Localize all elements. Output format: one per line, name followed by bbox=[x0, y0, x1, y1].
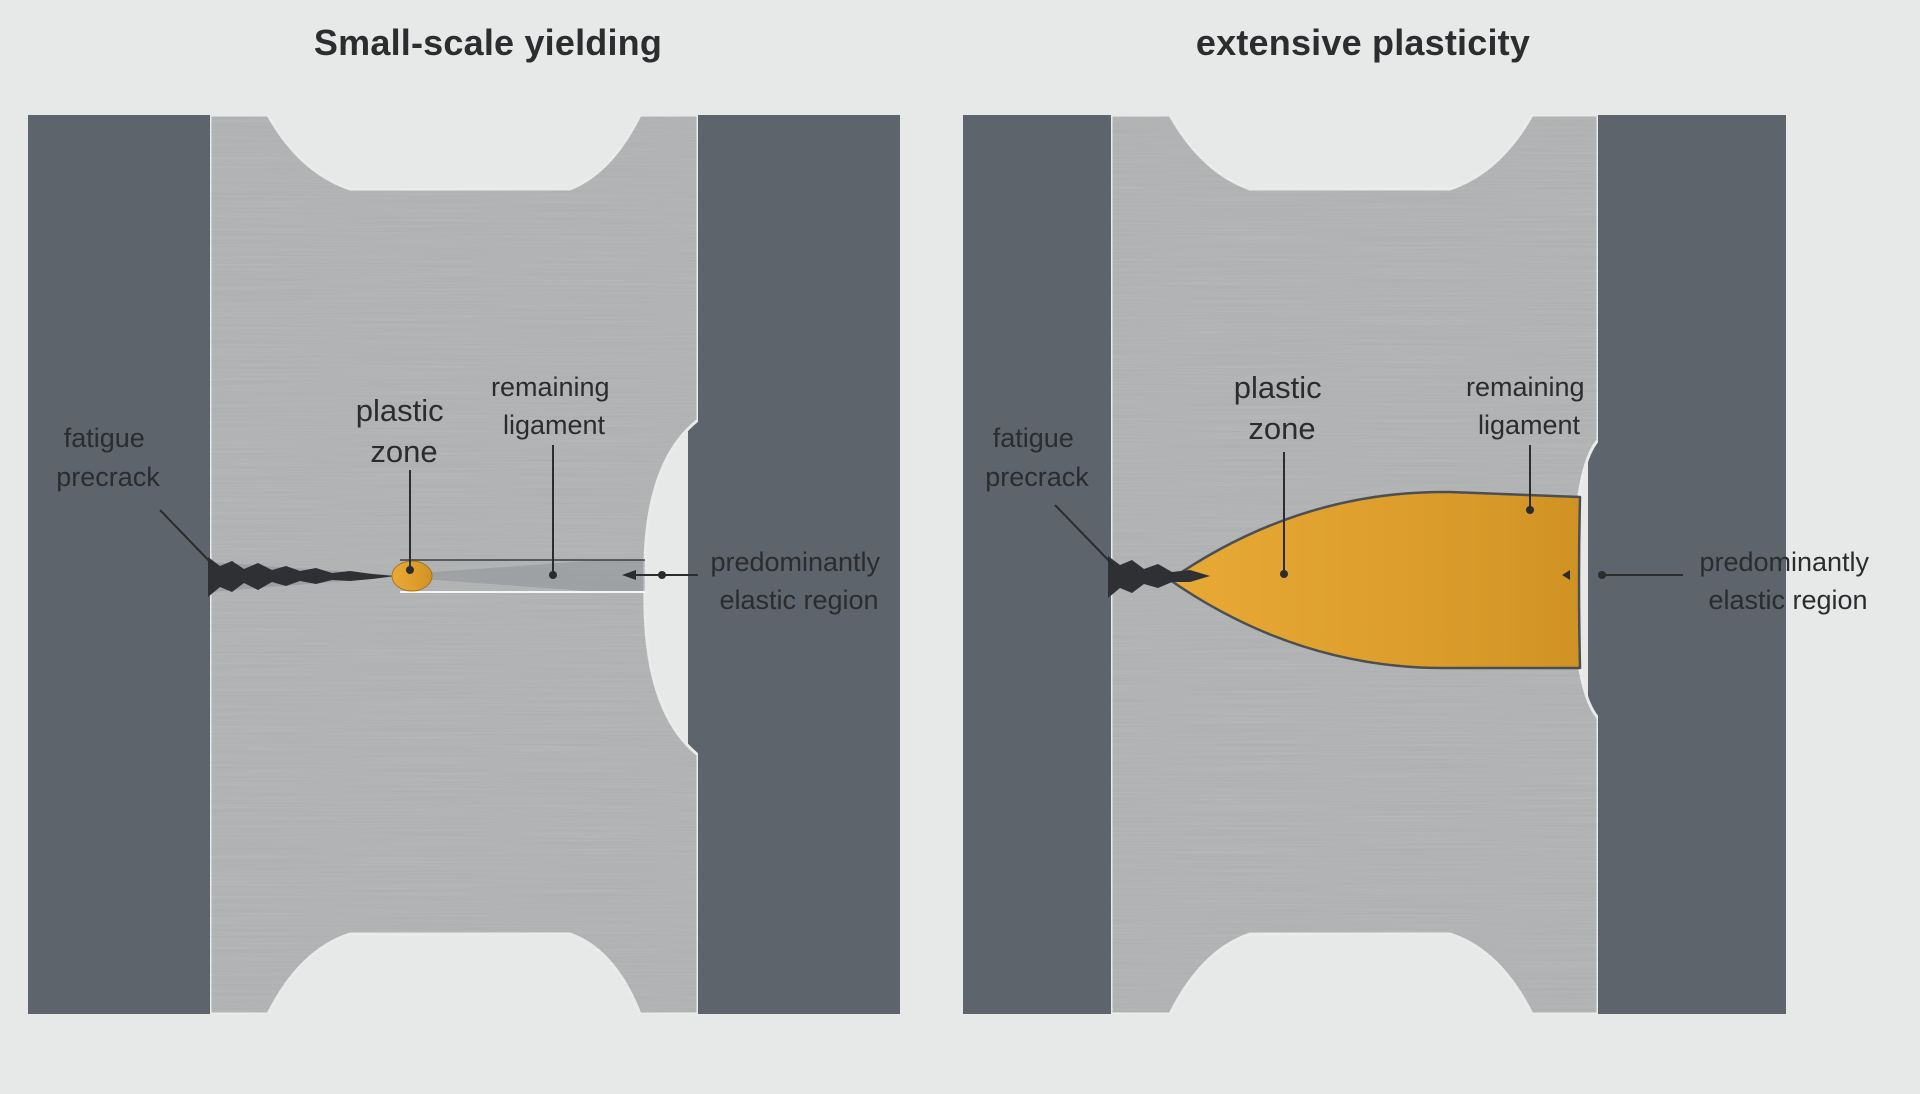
panel-title-small-scale-yielding: Small-scale yielding bbox=[313, 22, 663, 63]
elastic-arrowhead bbox=[622, 570, 636, 580]
fatigue-precrack bbox=[208, 557, 395, 597]
right-grip bbox=[1588, 115, 1786, 1014]
fatigue-precrack bbox=[1108, 556, 1210, 598]
leader-precrack bbox=[159, 509, 215, 567]
label-elastic-region: predominantly elastic region bbox=[710, 547, 887, 615]
panel-small-scale-yielding: fatigue precrack plastic zone remaining … bbox=[28, 113, 900, 1016]
label-plastic-zone: plastic zone bbox=[1234, 370, 1331, 446]
specimen-body bbox=[208, 113, 700, 1016]
plastic-zone-dot bbox=[1280, 570, 1288, 578]
label-elastic-region: predominantly elastic region bbox=[1699, 547, 1876, 615]
panel-extensive-plasticity: fatigue precrack plastic zone remaining … bbox=[963, 113, 1876, 1016]
ligament-tip-marker bbox=[1562, 570, 1570, 580]
plastic-zone bbox=[1168, 490, 1582, 670]
right-grip bbox=[688, 115, 900, 1014]
leader-precrack bbox=[1054, 504, 1115, 567]
panel-title-extensive-plasticity: extensive plasticity bbox=[1195, 22, 1531, 63]
label-fatigue-precrack: fatigue precrack bbox=[56, 423, 160, 492]
left-grip bbox=[28, 115, 210, 1014]
elastic-dot bbox=[1598, 571, 1606, 579]
left-grip bbox=[963, 115, 1111, 1014]
elastic-dot bbox=[658, 571, 666, 579]
ligament-dot bbox=[549, 571, 557, 579]
label-plastic-zone: plastic zone bbox=[356, 393, 453, 469]
label-remaining-ligament: remaining ligament bbox=[1466, 372, 1592, 440]
label-remaining-ligament: remaining ligament bbox=[491, 372, 617, 440]
plastic-zone bbox=[391, 560, 433, 592]
label-fatigue-precrack: fatigue precrack bbox=[985, 423, 1089, 492]
plastic-zone-dot bbox=[406, 566, 414, 574]
ligament-dot bbox=[1526, 506, 1534, 514]
